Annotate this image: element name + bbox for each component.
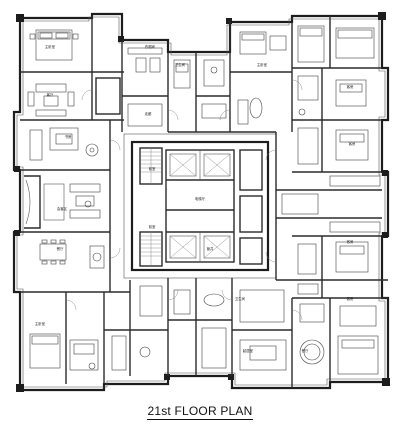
top-right-wing bbox=[230, 16, 382, 280]
room-label-tl-lounge: 会客区 bbox=[57, 206, 68, 211]
room-label-bot-3: 起居室 bbox=[243, 348, 254, 353]
stair-south bbox=[139, 231, 163, 267]
bottom-wing bbox=[139, 278, 379, 388]
room-label-tl-study: 书房 bbox=[65, 134, 72, 139]
sofa-set bbox=[27, 83, 75, 117]
column bbox=[164, 374, 170, 380]
right-wing bbox=[276, 175, 388, 299]
room-label-bot-2: 餐厅 bbox=[302, 348, 309, 353]
floor-plan-title: 21st FLOOR PLAN bbox=[0, 404, 400, 420]
room-label-core-3: 前室 bbox=[149, 224, 156, 229]
elevators bbox=[169, 153, 231, 259]
study-set bbox=[29, 127, 99, 161]
room-label-tr-3: 客房 bbox=[349, 141, 356, 146]
column bbox=[16, 384, 24, 392]
room-label-top-2: 卫生间 bbox=[175, 62, 186, 67]
building-outline bbox=[12, 12, 390, 392]
column bbox=[382, 170, 388, 176]
room-label-core-1: 电梯厅 bbox=[195, 196, 206, 201]
lounge-set bbox=[69, 183, 101, 219]
column bbox=[14, 166, 20, 172]
bed bbox=[29, 29, 79, 61]
room-label-top-3: 走廊 bbox=[145, 111, 152, 116]
room-label-bl-bed: 主卧室 bbox=[35, 321, 46, 326]
room-label-tl-living: 客厅 bbox=[47, 92, 54, 97]
column bbox=[382, 378, 390, 386]
room-label-tr-2: 客房 bbox=[347, 84, 354, 89]
column bbox=[228, 374, 234, 380]
left-wing bbox=[20, 18, 168, 384]
core-outline bbox=[130, 140, 270, 272]
room-label-core-4: 管井 bbox=[207, 246, 214, 251]
column bbox=[118, 36, 124, 42]
column bbox=[16, 14, 24, 22]
room-label-bot-1: 卫生间 bbox=[235, 296, 246, 301]
top-middle-wing bbox=[121, 22, 276, 133]
dining-table bbox=[39, 239, 105, 269]
room-label-tr-1: 主卧室 bbox=[257, 62, 268, 67]
column bbox=[226, 18, 232, 24]
stair-north bbox=[139, 147, 163, 185]
door-swings bbox=[65, 79, 303, 321]
room-label-top-1: 衣帽间 bbox=[145, 44, 156, 49]
room-label-tl-bed: 主卧室 bbox=[45, 44, 56, 49]
column bbox=[14, 230, 20, 236]
room-label-r-2: 客房 bbox=[347, 296, 354, 301]
title-text: 21st FLOOR PLAN bbox=[147, 404, 253, 420]
column bbox=[382, 232, 388, 238]
column bbox=[378, 12, 386, 20]
room-label-r-1: 客房 bbox=[347, 239, 354, 244]
room-label-core-2: 前室 bbox=[149, 166, 156, 171]
bed-bottom-left bbox=[29, 333, 151, 371]
room-label-tl-dining: 餐厅 bbox=[57, 246, 64, 251]
room-labels: 主卧室客厅书房会客区餐厅主卧室衣帽间卫生间走廊主卧室客房客房客房客房电梯厅前室前… bbox=[35, 44, 356, 353]
